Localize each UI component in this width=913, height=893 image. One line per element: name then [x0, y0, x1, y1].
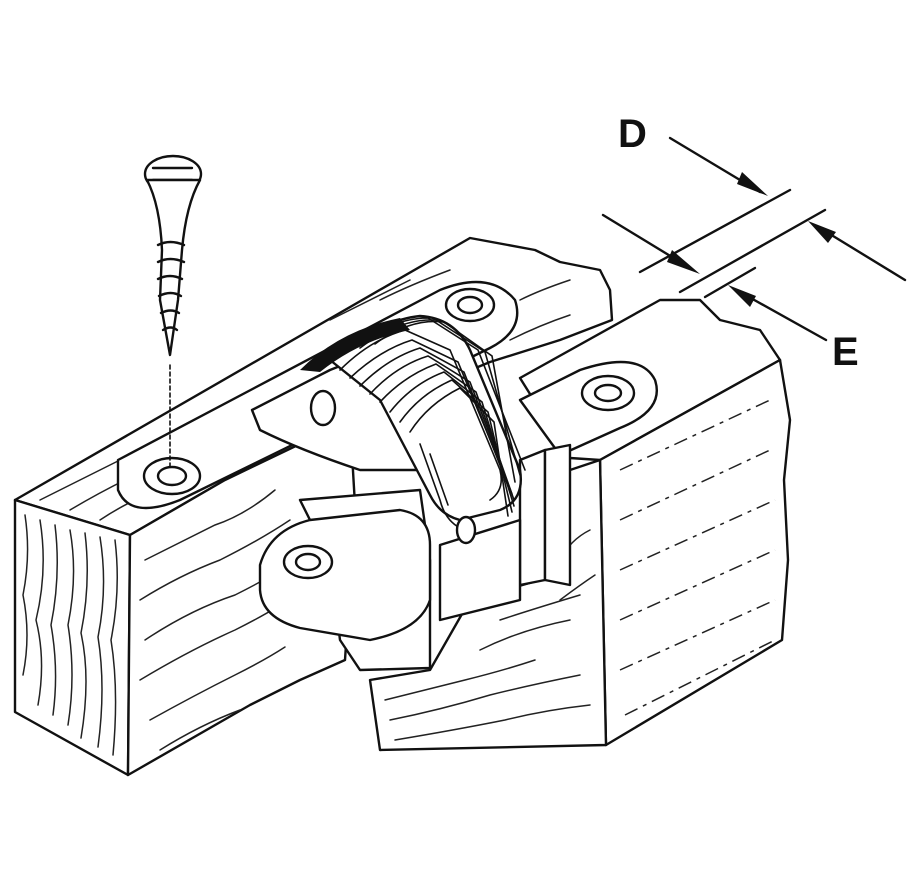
dimension-label-e: E — [832, 330, 859, 374]
left-end-grain — [22, 514, 118, 756]
dim-d-leader-2 — [818, 226, 907, 282]
screw-thread — [156, 240, 186, 332]
dim-e-arrowhead-2 — [728, 285, 756, 307]
hinge-mechanism — [250, 314, 572, 672]
hinge-lower-arm — [258, 508, 432, 642]
right-plate-screw-hole-inner — [593, 383, 623, 403]
dim-d-arrowhead — [737, 172, 768, 196]
left-block-front-face — [126, 418, 357, 777]
hinge-slot-center — [438, 518, 522, 622]
hinge-link-stack — [300, 314, 526, 529]
left-block-end-face — [13, 498, 132, 777]
hinge-slot-right-1 — [518, 448, 547, 587]
right-block-front-face — [598, 358, 792, 747]
hinge-arm-hole-inner — [294, 552, 322, 572]
dim-extension-line-1 — [638, 188, 792, 274]
dim-d-arrowhead-2 — [808, 221, 836, 243]
dimension-lines — [601, 136, 907, 342]
dim-extension-line-2 — [678, 208, 827, 294]
right-front-grain — [619, 399, 776, 716]
hinge-slot-right-2 — [543, 443, 572, 587]
left-plate-screw-hole-lower-inner — [156, 465, 188, 487]
hinge-pivot-pin — [455, 515, 477, 545]
hinge-leaf-hole — [309, 389, 337, 427]
dim-extension-line-3 — [703, 266, 757, 299]
dim-e-arrowhead — [667, 250, 700, 274]
dim-e-leader-2 — [738, 290, 828, 342]
screw — [143, 154, 203, 471]
dimension-label-d: D — [618, 112, 647, 156]
left-plate-screw-hole-upper-inner — [456, 295, 484, 315]
